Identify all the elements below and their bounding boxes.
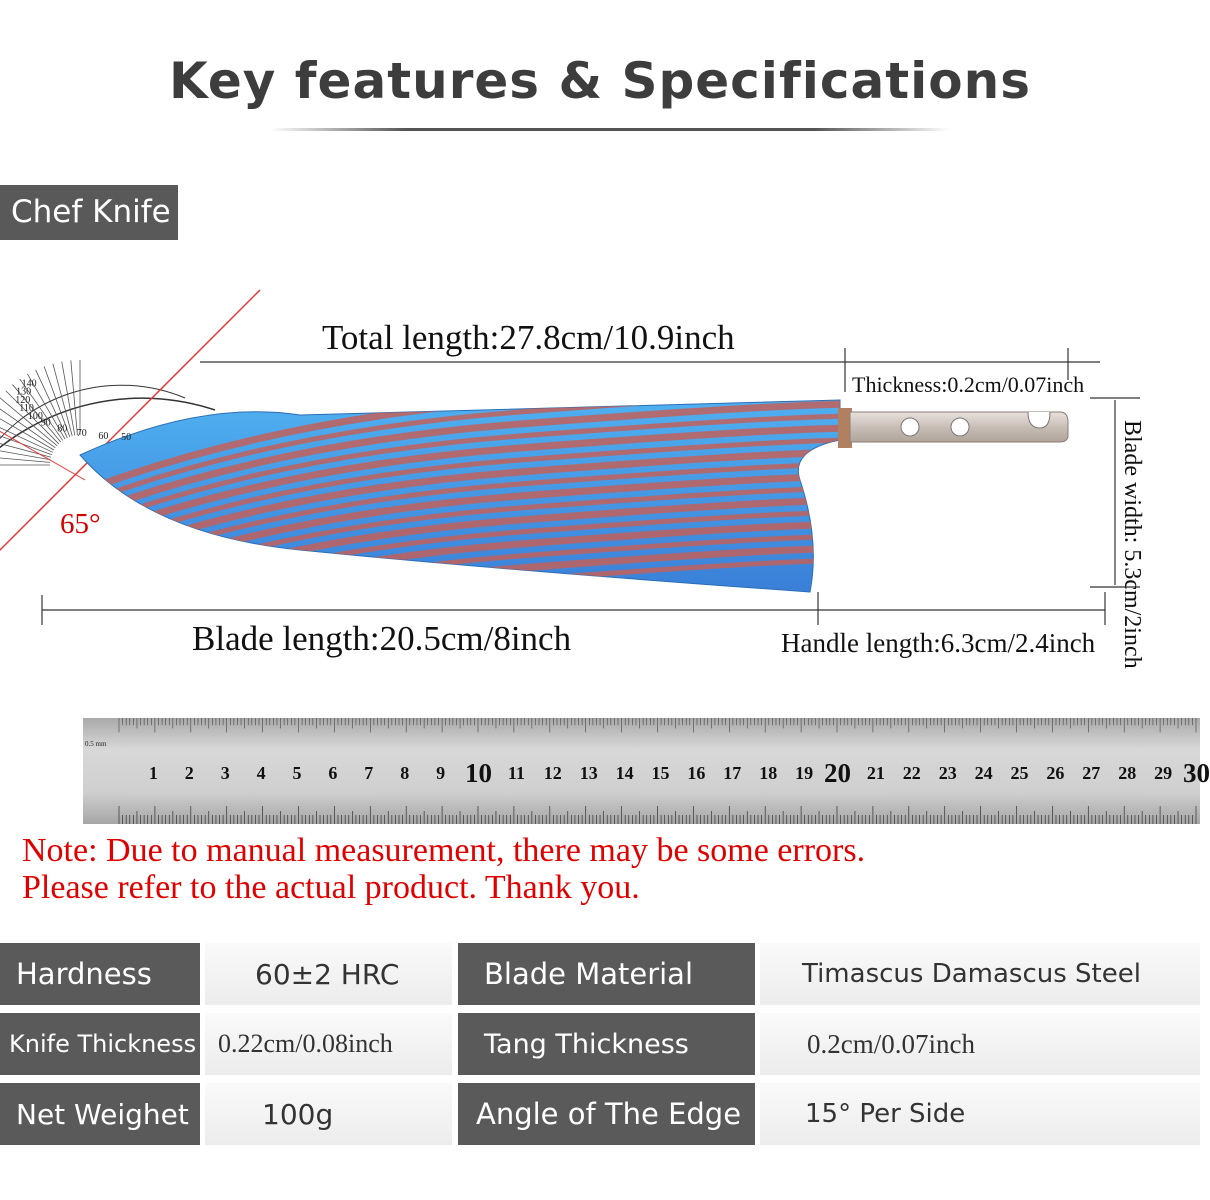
ruler-number: 14 <box>615 763 634 783</box>
ruler-number: 22 <box>902 763 921 783</box>
damascus-stripe <box>80 533 840 592</box>
protractor-ray <box>0 435 52 456</box>
protractor-number: 100 <box>28 411 43 422</box>
ruler-number: 7 <box>364 763 374 783</box>
protractor-number: 70 <box>77 428 87 439</box>
ruler-number: 30 <box>1183 758 1210 788</box>
ruler-number: 28 <box>1118 763 1137 783</box>
spec-label: Blade Material <box>458 943 755 1005</box>
ruler-unit: 0.5 mm <box>85 740 107 748</box>
ruler-number: 10 <box>465 758 492 788</box>
ruler-number: 21 <box>866 763 885 783</box>
ruler-number: 17 <box>723 763 742 783</box>
protractor-ray <box>27 373 66 440</box>
handle-length-label: Handle length:6.3cm/2.4inch <box>781 628 1096 658</box>
ruler-number: 5 <box>292 763 302 783</box>
note-line-2: Please refer to the actual product. Than… <box>22 869 640 906</box>
spec-value: 0.22cm/0.08inch <box>205 1013 452 1075</box>
spec-label: Knife Thickness <box>0 1013 200 1075</box>
spec-row: Knife Thickness 0.22cm/0.08inch Tang Thi… <box>0 1013 1200 1075</box>
spec-value: 15° Per Side <box>760 1083 1200 1145</box>
protractor-number: 140 <box>22 378 37 389</box>
spec-value: 60±2 HRC <box>205 943 452 1005</box>
spec-label: Net Weighet <box>0 1083 200 1145</box>
ruler-number: 12 <box>543 763 562 783</box>
protractor-number: 50 <box>121 432 131 443</box>
ruler-number: 18 <box>759 763 778 783</box>
angle-label: 65° <box>60 508 101 540</box>
damascus-stripe <box>80 413 840 539</box>
protractor-ray <box>0 457 51 463</box>
damascus-stripe <box>80 424 840 552</box>
protractor-ray <box>12 384 62 443</box>
tang <box>838 408 1069 448</box>
protractor-ray <box>0 397 58 447</box>
protractor-number: 130 <box>16 386 31 397</box>
spec-label: Angle of The Edge <box>458 1083 755 1145</box>
ruler-number: 1 <box>148 763 158 783</box>
protractor-ray <box>61 361 76 436</box>
ruler-number: 13 <box>579 763 598 783</box>
protractor-ray <box>35 369 68 438</box>
damascus-stripe <box>80 520 840 592</box>
protractor-number: 80 <box>57 424 67 435</box>
protractor-ray <box>0 450 51 461</box>
page-title: Key features & Specifications <box>169 52 1031 110</box>
thickness-label: Thickness:0.2cm/0.07inch <box>852 372 1085 397</box>
protractor-number: 110 <box>19 403 34 414</box>
ruler-number: 15 <box>651 763 670 783</box>
spec-row: Net Weighet 100g Angle of The Edge 15° P… <box>0 1083 1200 1145</box>
protractor <box>0 289 261 552</box>
spec-value: 0.2cm/0.07inch <box>760 1013 1200 1075</box>
ruler-number: 20 <box>824 758 851 788</box>
blade-width-label: Blade width: 5.3cm/2inch <box>1119 420 1145 669</box>
ruler-number: 29 <box>1154 763 1173 783</box>
protractor-ray <box>70 360 78 436</box>
protractor-ray <box>43 366 71 437</box>
damascus-stripe <box>80 437 840 563</box>
protractor-ray <box>0 418 55 451</box>
protractor-ray <box>0 408 56 449</box>
ruler-number: 2 <box>184 763 194 783</box>
protractor-number: 120 <box>15 395 30 406</box>
spec-value: Timascus Damascus Steel <box>760 943 1200 1005</box>
ruler-number: 25 <box>1010 763 1029 783</box>
title-divider <box>270 128 950 131</box>
spec-row: Hardness 60±2 HRC Blade Material Timascu… <box>0 943 1200 1005</box>
note-line-1: Note: Due to manual measurement, there m… <box>22 832 866 869</box>
protractor-number: 60 <box>98 431 108 442</box>
ruler-number: 16 <box>687 763 706 783</box>
protractor-number: 90 <box>41 418 51 429</box>
ruler-number: 4 <box>256 763 266 783</box>
protractor-ray <box>19 378 64 441</box>
ruler-number: 3 <box>220 763 230 783</box>
ruler-number: 19 <box>795 763 814 783</box>
total-length-label: Total length:27.8cm/10.9inch <box>322 318 735 357</box>
protractor-ray <box>0 427 53 453</box>
protractor-ray <box>52 363 73 437</box>
ruler-number: 24 <box>974 763 993 783</box>
ruler-number: 26 <box>1046 763 1065 783</box>
measurement-note: Note: Due to manual measurement, there m… <box>22 832 865 906</box>
blade-length-label: Blade length:20.5cm/8inch <box>192 619 572 658</box>
ruler-number: 6 <box>328 763 338 783</box>
ruler-number: 11 <box>507 763 525 783</box>
ruler-number: 27 <box>1082 763 1101 783</box>
protractor-ray <box>5 390 60 445</box>
damascus-stripe <box>80 400 840 528</box>
spec-label: Hardness <box>0 943 200 1005</box>
spec-value: 100g <box>205 1083 452 1145</box>
damascus-stripe <box>80 400 840 515</box>
spec-label: Tang Thickness <box>458 1013 755 1075</box>
ruler-number: 23 <box>938 763 957 783</box>
product-type-badge: Chef Knife <box>0 185 178 240</box>
ruler-number: 8 <box>400 763 410 783</box>
ruler-number: 9 <box>436 763 446 783</box>
dimension-lines <box>41 348 1140 625</box>
